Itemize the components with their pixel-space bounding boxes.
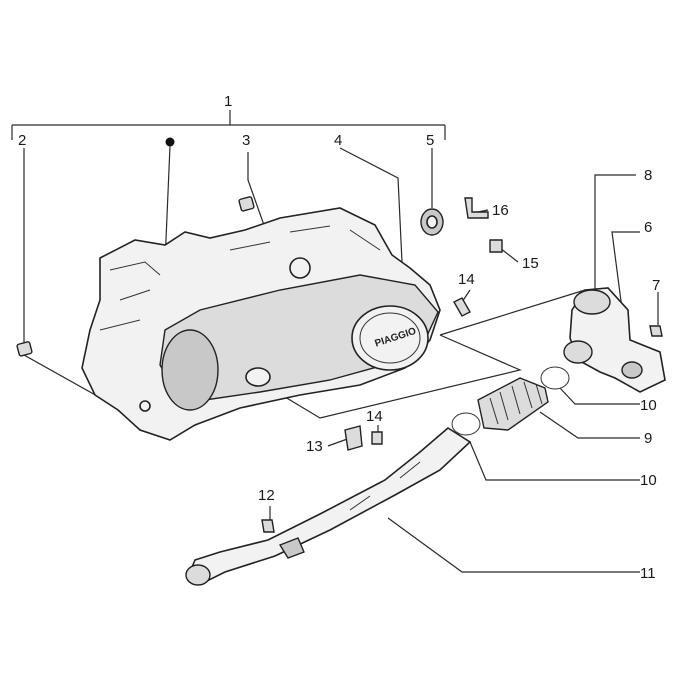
oil-seal-5 xyxy=(420,208,444,236)
leader-10b xyxy=(469,441,640,481)
bearing-housing xyxy=(161,329,219,411)
callout-3: 3 xyxy=(242,132,250,149)
callout-15: 15 xyxy=(522,255,539,272)
intake-hose-11 xyxy=(185,427,472,586)
cover-ribs xyxy=(99,225,381,331)
dowel-pin-2 xyxy=(16,341,33,357)
callout-4: 4 xyxy=(334,132,342,149)
callout-10b: 10 xyxy=(640,472,657,489)
hose-clamp-10a xyxy=(540,366,570,390)
callout-labels: 1 2 3 4 5 6 7 8 9 10 10 11 12 13 14 14 1… xyxy=(18,93,660,582)
callout-11: 11 xyxy=(640,565,656,582)
hose-clamp-10b xyxy=(451,412,481,436)
screw-14b xyxy=(371,431,383,445)
cover-boss xyxy=(351,305,429,371)
clip-15 xyxy=(489,239,503,253)
callout-12: 12 xyxy=(258,487,275,504)
intake-housing-6-8 xyxy=(563,287,666,393)
cover-boss-inner xyxy=(359,312,421,364)
screw-14a xyxy=(453,297,471,317)
callout-8: 8 xyxy=(644,167,652,184)
screw-12 xyxy=(261,519,275,533)
leader-4 xyxy=(339,147,403,263)
callout-1: 1 xyxy=(224,93,232,110)
callout-14b: 14 xyxy=(366,408,383,425)
screw-7 xyxy=(649,325,663,337)
leader-15 xyxy=(499,247,519,263)
dowel-pin-3 xyxy=(238,196,255,212)
callout-10a: 10 xyxy=(640,397,657,414)
bracket-13 xyxy=(344,425,363,451)
callout-16: 16 xyxy=(492,202,509,219)
leader-9 xyxy=(539,411,640,439)
bolt-hole-lower xyxy=(139,400,151,412)
callout-5: 5 xyxy=(426,132,434,149)
leader-10a xyxy=(559,387,640,405)
leader-8 xyxy=(594,174,636,290)
callout-6: 6 xyxy=(644,219,652,236)
transmission-cover-assembly: PIAGGIO xyxy=(81,207,441,441)
leader-group-1 xyxy=(11,110,446,140)
reference-dot xyxy=(165,137,175,147)
leader-11 xyxy=(387,517,640,573)
callout-2: 2 xyxy=(18,132,26,149)
leader-6 xyxy=(611,231,640,333)
callout-9: 9 xyxy=(644,430,652,447)
callout-13: 13 xyxy=(306,438,323,455)
callout-7: 7 xyxy=(652,277,660,294)
shaft-boss xyxy=(245,367,271,387)
clip-16 xyxy=(464,197,489,219)
mount-hole xyxy=(289,257,311,279)
leader-3 xyxy=(247,152,271,243)
callout-14a: 14 xyxy=(458,271,475,288)
corrugated-duct-9 xyxy=(477,377,549,431)
